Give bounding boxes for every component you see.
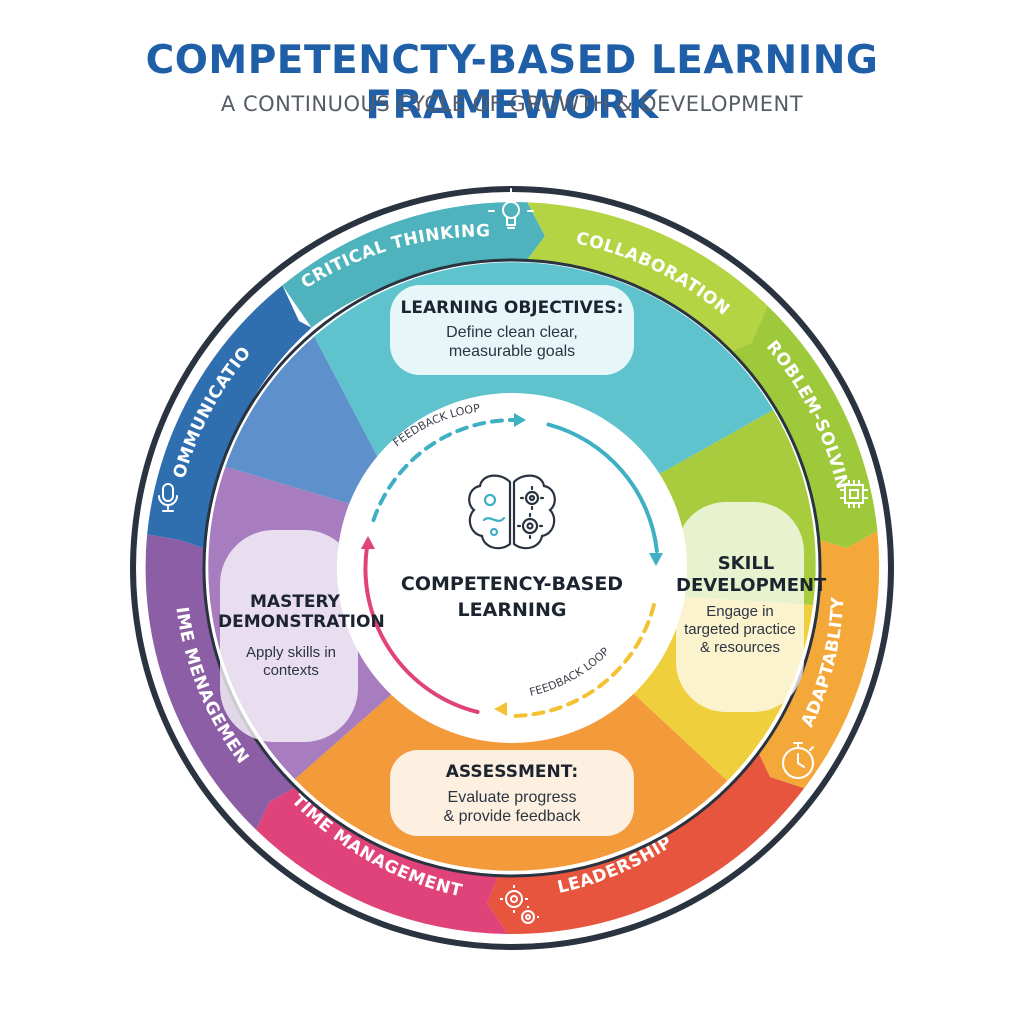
desc-line: contexts <box>263 662 319 679</box>
feedback-arc-yellow-dashed <box>506 603 656 719</box>
segment-communication[interactable] <box>147 285 312 551</box>
box-assessment <box>390 750 634 836</box>
page-subtitle: A CONTINUOUS CYCLE OF GROWTH & DEVELOPME… <box>220 92 804 116</box>
feedback-arc-blue <box>546 422 659 553</box>
sector-blue[interactable] <box>225 336 381 510</box>
box-learning-objectives <box>390 285 634 375</box>
desc-line: & provide feedback <box>443 808 581 826</box>
stopwatch-icon <box>782 742 814 779</box>
title-line: MASTERY <box>250 592 340 612</box>
arrow-head-pink <box>361 536 375 549</box>
segment-time-management[interactable] <box>256 782 508 934</box>
microphone-icon <box>158 483 178 512</box>
stage-desc-assessment: Evaluate progress & provide feedback <box>390 788 634 826</box>
lightbulb-icon <box>488 188 534 229</box>
center-circle <box>337 393 687 743</box>
title-line: SKILL <box>717 553 775 574</box>
segment-adaptability[interactable] <box>758 530 880 789</box>
feedback-arc-pink <box>363 545 480 714</box>
title-line: DEMONSTRATION <box>218 612 385 633</box>
desc-line: Apply skills in <box>245 644 337 661</box>
center-label-line: LEARNING <box>457 598 567 621</box>
desc-line: & resources <box>699 639 781 656</box>
stage-title-learning-objectives: LEARNING OBJECTIVES: <box>400 298 624 318</box>
title-line: DEVELOPMENT <box>676 574 827 596</box>
desc-line: Evaluate progress <box>447 789 577 806</box>
desc-line: targeted practice <box>684 621 796 638</box>
arrow-head-blue-right <box>649 553 663 566</box>
chip-icon <box>840 480 868 508</box>
stage-title-assessment: ASSESSMENT: <box>445 762 579 782</box>
stage-title-skill-development: SKILL DEVELOPMENT <box>676 553 827 596</box>
stage-title-mastery-demonstration: MASTERY DEMONSTRATION <box>218 592 385 633</box>
segment-collaboration[interactable] <box>522 202 768 355</box>
feedback-arc-blue-dashed <box>371 417 517 523</box>
desc-line: measurable goals <box>448 343 576 361</box>
arrow-head-blue-top <box>514 413 526 427</box>
desc-line: Engage in <box>706 603 774 620</box>
segment-critical-thinking[interactable] <box>282 202 545 328</box>
stage-desc-skill-development: Engage in targeted practice & resources <box>670 603 810 657</box>
gears-icon <box>500 885 539 924</box>
brain-gears-icon <box>468 474 556 550</box>
arrow-head-yellow <box>494 702 507 716</box>
stage-desc-mastery-demonstration: Apply skills in contexts <box>216 644 366 680</box>
box-skill-development <box>676 502 804 712</box>
page-title: COMPETENCTY-BASED LEARNING FRAMEWORK <box>145 38 879 128</box>
feedback-loop <box>363 417 659 719</box>
label-communication: COMMUNICATION <box>0 0 255 481</box>
stage-desc-learning-objectives: Define clean clear, measurable goals <box>390 323 634 361</box>
center-label: COMPETENCY-BASED LEARNING <box>388 572 636 623</box>
segment-problem-solving[interactable] <box>725 305 878 548</box>
desc-line: Define clean clear, <box>446 324 578 341</box>
box-mastery-demonstration <box>220 530 358 742</box>
center-label-line: COMPETENCY-BASED <box>400 573 624 595</box>
